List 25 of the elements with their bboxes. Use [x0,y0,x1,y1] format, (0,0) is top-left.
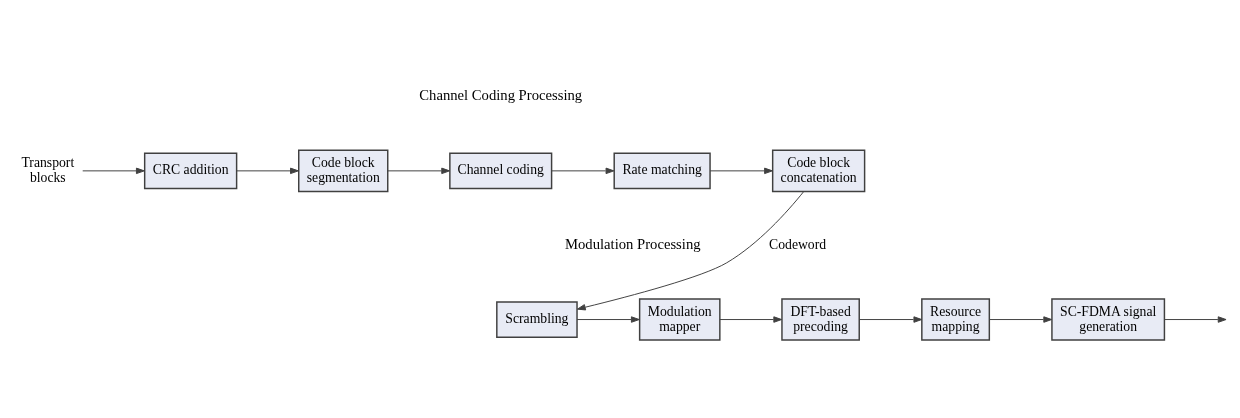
arrow [236,167,299,174]
node-box: CRC addition [143,152,238,189]
label: Modulation Processing [565,235,701,252]
arrow [387,167,451,174]
node-box: DFT-based precoding [781,297,860,341]
arrow [576,315,640,323]
arrow [719,315,783,323]
node-box: Scrambling [496,300,578,338]
arrow [576,190,805,310]
arrow [709,167,773,174]
arrow [989,315,1053,323]
node-box: Code block segmentation [298,149,389,192]
node-box: Resource mapping [921,297,991,341]
arrow [1164,315,1227,323]
node-box: Rate matching [613,152,711,189]
node-box: SC-FDMA signal generation [1051,297,1166,341]
node-box: Modulation mapper [638,297,721,341]
node-text: Transport blocks [21,154,75,185]
arrow [551,167,615,174]
node-box: Code block concatenation [771,149,866,192]
label: Channel Coding Processing [419,86,583,103]
edge-label: Codeword [769,236,827,252]
arrow [858,315,923,323]
arrow [82,167,145,174]
node-box: Channel coding [449,152,553,189]
